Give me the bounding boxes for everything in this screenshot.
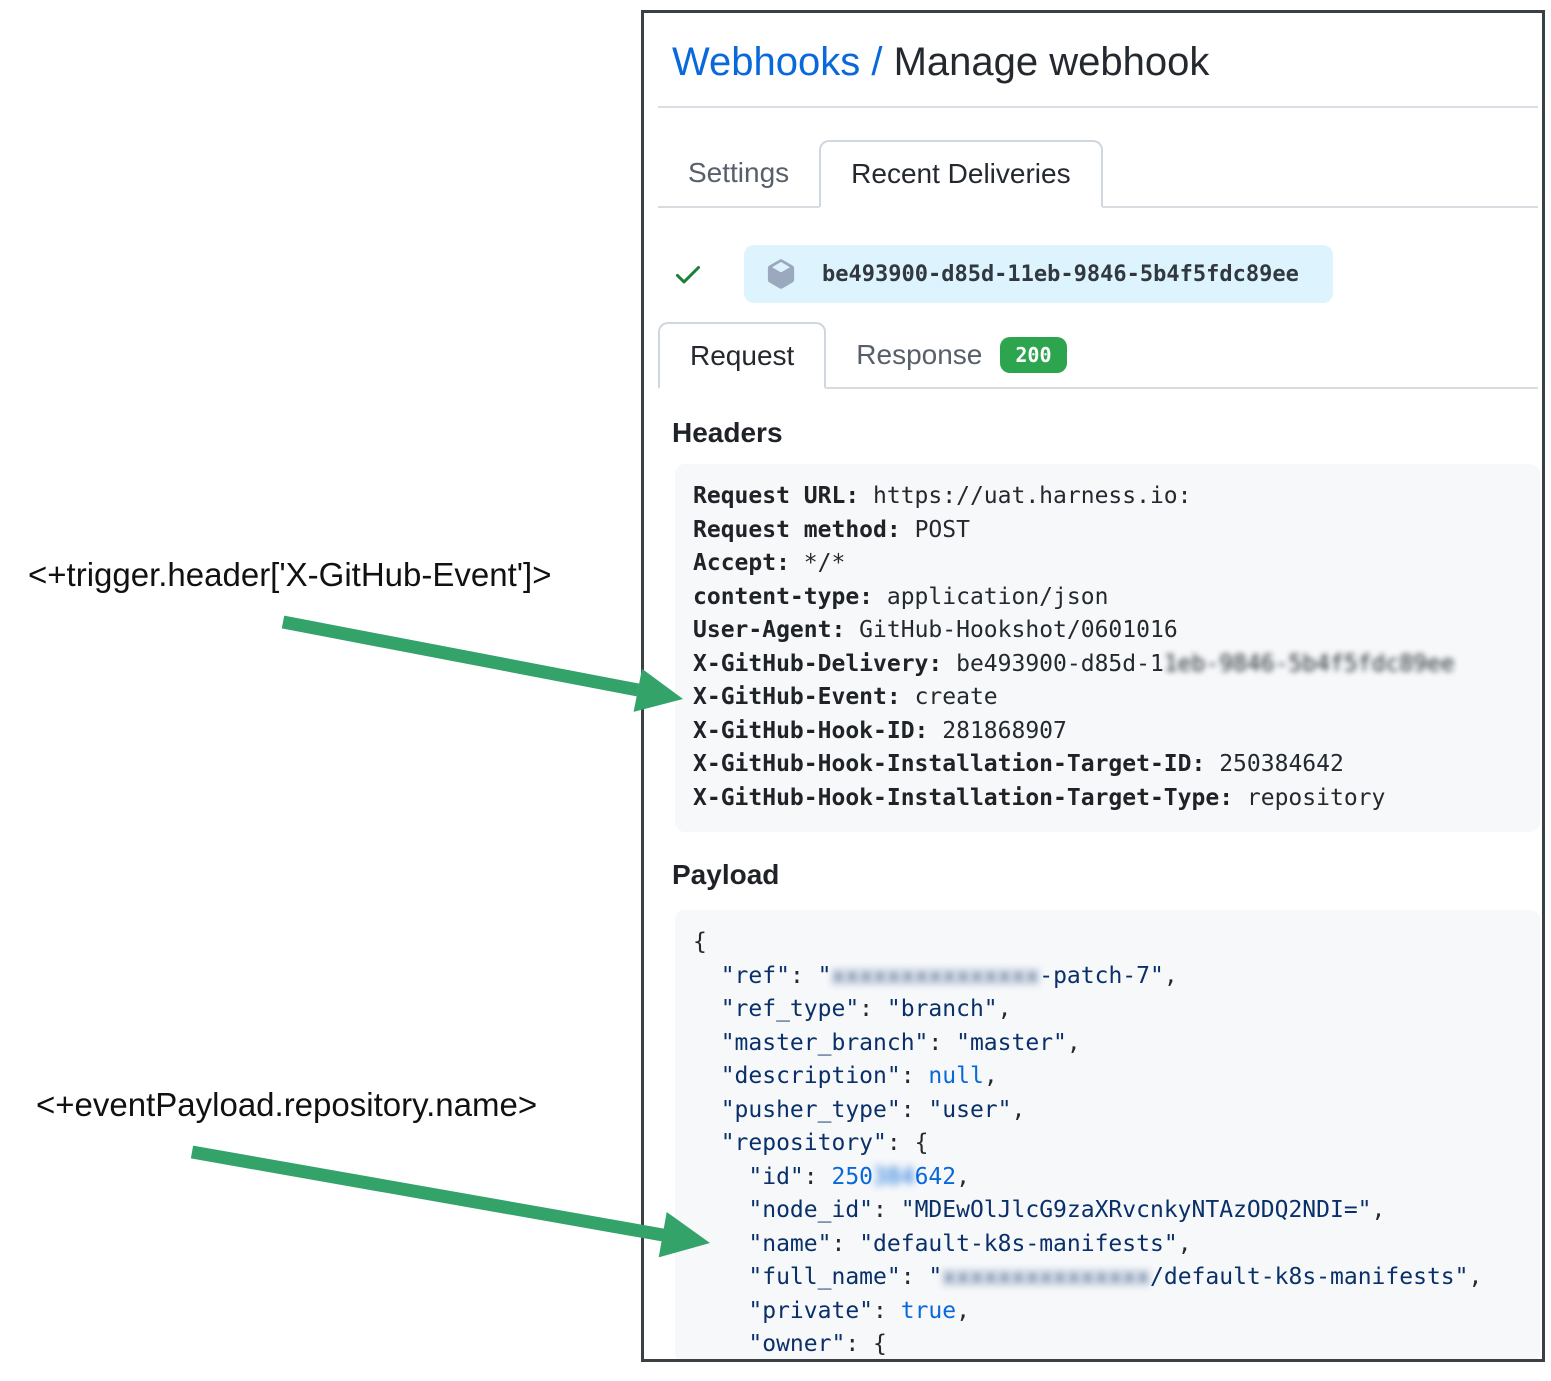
header-code-line: content-type: application/json: [693, 583, 1109, 610]
header-code-line: X-GitHub-Hook-Installation-Target-Type: …: [693, 784, 1386, 811]
title-divider: [658, 106, 1538, 108]
response-status-badge: 200: [1000, 336, 1067, 373]
payload-code-line: {: [693, 929, 707, 955]
annotation-payload-expression: <+eventPayload.repository.name>: [36, 1086, 538, 1123]
arrow-to-repository-name-icon: [190, 1145, 710, 1258]
package-icon: [767, 259, 795, 289]
header-code-line: Request URL: https://uat.harness.io:: [693, 483, 1192, 509]
payload-code-line: "private": true,: [693, 1297, 970, 1324]
arrow-to-github-event-icon: [281, 615, 683, 712]
headers-section-title: Headers: [672, 417, 783, 448]
breadcrumb-webhooks-link[interactable]: Webhooks /: [672, 40, 883, 84]
delivery-row: be493900-d85d-11eb-9846-5b4f5fdc89ee: [672, 245, 1333, 303]
header-code-line: X-GitHub-Event: create: [693, 684, 998, 710]
payload-code-line: "description": null,: [693, 1063, 998, 1089]
payload-code-line: "ref": "xxxxxxxxxxxxxxx-patch-7",: [693, 962, 1178, 989]
check-icon: [675, 266, 700, 284]
payload-code-block: { "ref": "xxxxxxxxxxxxxxx-patch-7", "ref…: [675, 910, 1540, 1359]
payload-code-line: "repository": {: [693, 1130, 929, 1156]
payload-section-title: Payload: [672, 859, 780, 890]
webhook-manage-panel: Webhooks / Manage webhook Settings Recen…: [641, 10, 1545, 1362]
header-code-line: X-GitHub-Delivery: be493900-d85d-11eb-98…: [693, 650, 1455, 677]
payload-code-line: "name": "default-k8s-manifests",: [693, 1230, 1192, 1257]
header-code-line: X-GitHub-Hook-Installation-Target-ID: 25…: [693, 751, 1344, 777]
header-code-line: Request method: POST: [693, 516, 970, 543]
request-response-tabbar: Request Response 200: [658, 322, 1538, 389]
payload-code-line: "owner": {: [693, 1331, 887, 1357]
tab-response-label: Response: [856, 338, 983, 370]
header-code-line: User-Agent: GitHub-Hookshot/0601016: [693, 617, 1178, 643]
header-code-line: Accept: */*: [693, 550, 846, 576]
payload-code-line: "node_id": "MDEwOlJlcG9zaXRvcnkyNTAzODQ2…: [693, 1197, 1386, 1223]
delivery-guid-pill[interactable]: be493900-d85d-11eb-9846-5b4f5fdc89ee: [744, 245, 1333, 303]
payload-code-line: "master_branch": "master",: [693, 1029, 1081, 1056]
delivery-guid: be493900-d85d-11eb-9846-5b4f5fdc89ee: [822, 261, 1299, 287]
header-code-line: X-GitHub-Hook-ID: 281868907: [693, 717, 1067, 744]
page-title: Webhooks / Manage webhook: [672, 40, 1209, 85]
page-title-text: Manage webhook: [882, 40, 1210, 84]
tab-response[interactable]: Response 200: [826, 322, 1096, 387]
main-tabbar: Settings Recent Deliveries: [658, 140, 1538, 208]
payload-code-line: "ref_type": "branch",: [693, 996, 1012, 1022]
tab-request[interactable]: Request: [658, 322, 827, 389]
headers-code-block: Request URL: https://uat.harness.io: Requ…: [675, 464, 1540, 832]
payload-code-line: "id": 250384642,: [693, 1163, 970, 1190]
payload-code-line: "pusher_type": "user",: [693, 1096, 1026, 1123]
annotation-trigger-expression: <+trigger.header['X-GitHub-Event']>: [28, 556, 552, 593]
tab-recent-deliveries[interactable]: Recent Deliveries: [819, 140, 1103, 208]
tab-settings[interactable]: Settings: [688, 157, 790, 188]
payload-code-line: "full_name": "xxxxxxxxxxxxxxx/default-k8…: [693, 1264, 1483, 1290]
